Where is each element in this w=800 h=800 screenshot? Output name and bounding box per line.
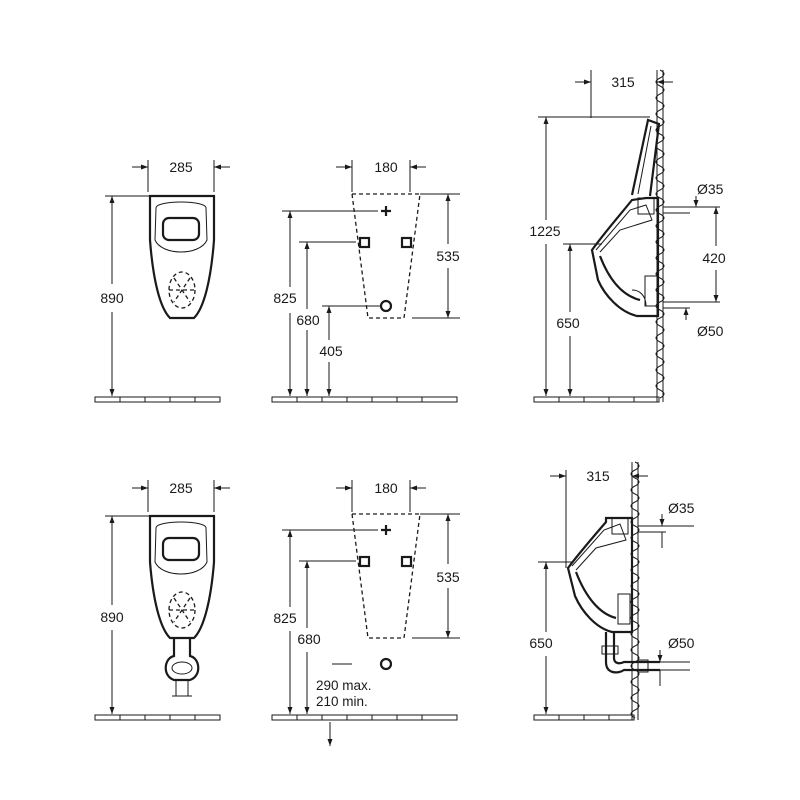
floor-line <box>271 396 458 403</box>
bottom-side-view: 315 650 Ø35 Ø50 <box>529 461 695 721</box>
urinal-front-outline <box>148 194 216 320</box>
rear-dashed-outline <box>351 513 421 639</box>
dim-depth-315: 315 <box>611 74 635 90</box>
bottom-rear-view: 180 825 680 290 max. 210 min. <box>271 480 460 746</box>
top-rear-view: 180 825 680 405 <box>271 159 460 403</box>
floor-line <box>94 714 221 721</box>
dim-height-405: 405 <box>319 343 343 359</box>
dim-height-535: 535 <box>436 248 460 264</box>
dim-height-890: 890 <box>100 290 124 306</box>
dim-height-1225: 1225 <box>529 223 560 239</box>
dim-width-285: 285 <box>169 159 193 175</box>
dim-height-890: 890 <box>100 609 124 625</box>
floor-line <box>533 714 635 721</box>
dim-height-420: 420 <box>702 250 726 266</box>
dim-height-535: 535 <box>436 569 460 585</box>
siphon-trap <box>601 632 660 674</box>
floor-line <box>533 396 660 403</box>
siphon-trap <box>164 638 200 697</box>
rear-dashed-outline <box>351 193 421 319</box>
dim-width-180: 180 <box>374 159 398 175</box>
urinal-side-outline <box>566 516 634 634</box>
dim-diam-50: Ø50 <box>697 323 724 339</box>
dim-width-285: 285 <box>169 480 193 496</box>
dim-range-max: 290 max. <box>316 678 372 693</box>
urinal-front-outline <box>148 514 216 640</box>
dim-height-680: 680 <box>296 312 320 328</box>
dim-diam-35: Ø35 <box>697 181 724 197</box>
dim-width-180: 180 <box>374 480 398 496</box>
dim-range-min: 210 min. <box>316 694 368 709</box>
top-side-view: 315 1225 650 Ø35 420 <box>529 69 726 403</box>
dim-diam-50: Ø50 <box>668 635 695 651</box>
dim-height-825: 825 <box>273 290 297 306</box>
dim-height-825: 825 <box>273 610 297 626</box>
floor-line <box>271 714 458 721</box>
top-front-view: 285 890 <box>94 159 230 403</box>
urinal-side-with-lid <box>590 118 661 318</box>
dim-depth-315: 315 <box>586 468 610 484</box>
dim-height-650: 650 <box>529 635 553 651</box>
mounting-holes <box>358 206 413 313</box>
dim-height-680: 680 <box>297 631 321 647</box>
bottom-front-view: 285 890 <box>94 480 230 721</box>
mounting-holes <box>358 525 413 671</box>
floor-line <box>94 396 221 403</box>
dim-diam-35: Ø35 <box>668 500 695 516</box>
dim-height-650: 650 <box>556 315 580 331</box>
